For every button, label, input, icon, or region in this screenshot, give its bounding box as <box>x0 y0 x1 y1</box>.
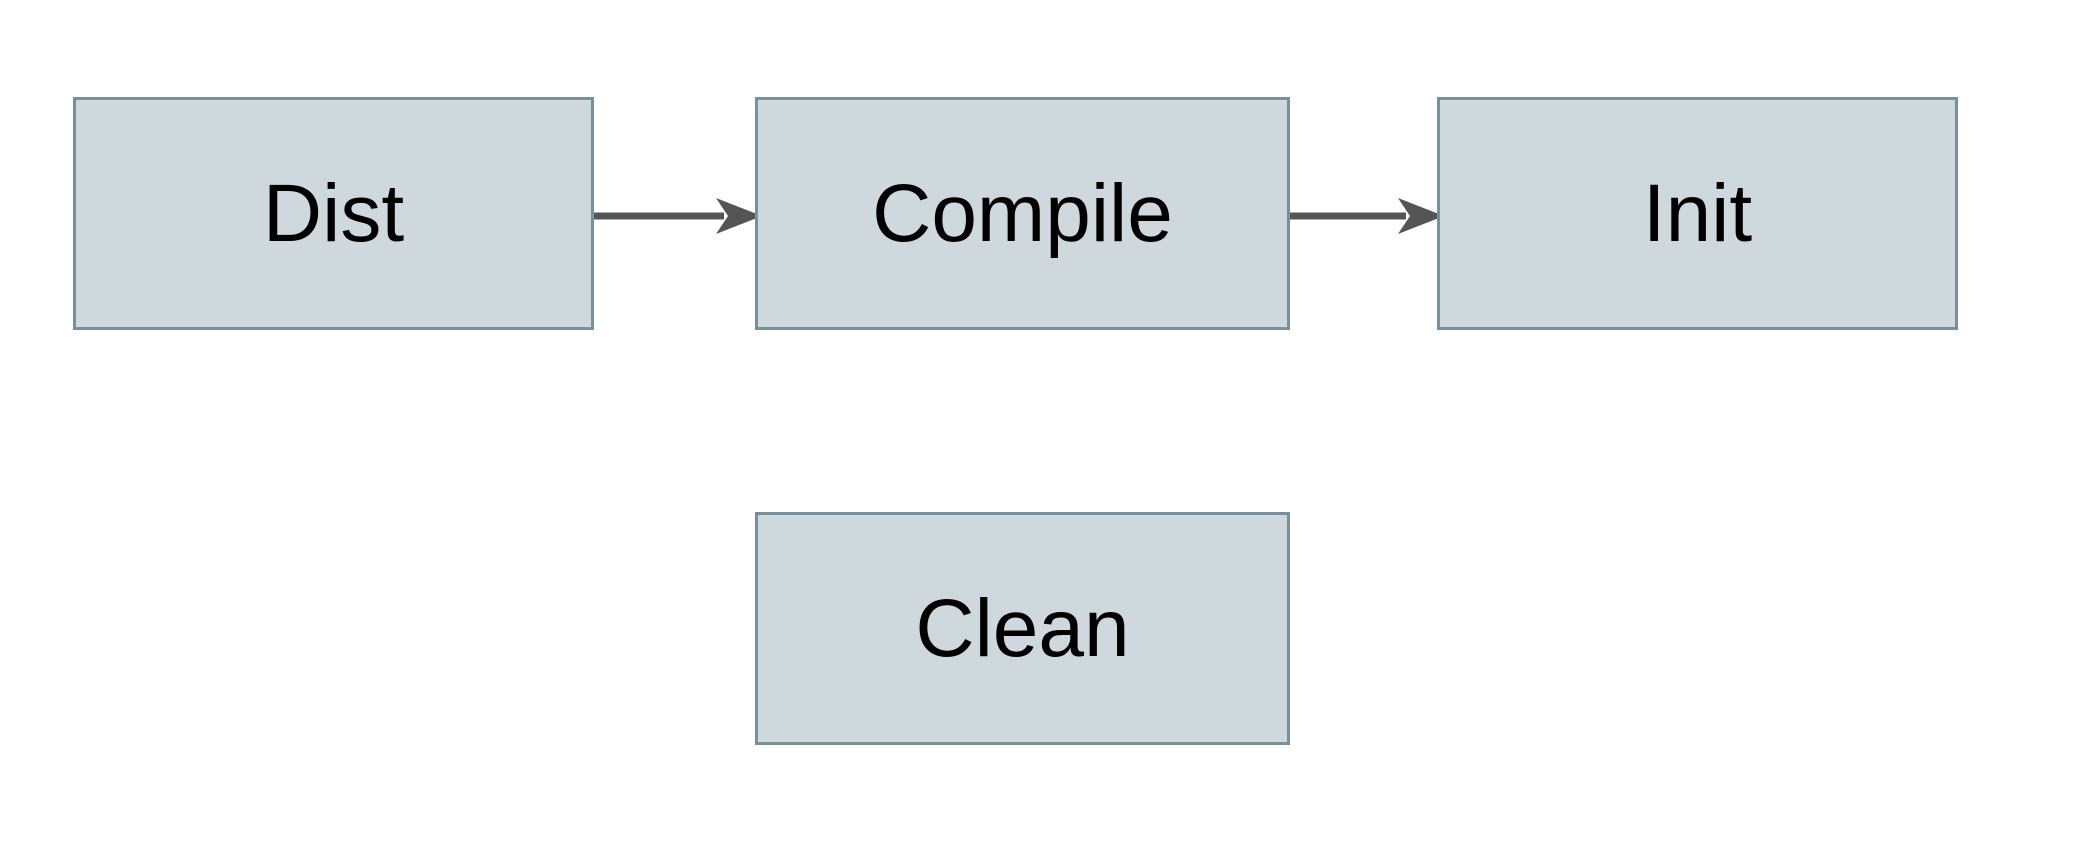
arrowhead-icon <box>1398 198 1444 234</box>
edge-dist-to-compile[interactable] <box>590 190 762 242</box>
edge-compile-to-init[interactable] <box>1286 190 1444 242</box>
node-clean[interactable]: Clean <box>755 512 1290 745</box>
node-label: Init <box>1642 167 1753 259</box>
arrowhead-icon <box>716 198 762 234</box>
node-label: Clean <box>915 582 1130 674</box>
node-label: Dist <box>262 167 405 259</box>
node-label: Compile <box>872 167 1173 259</box>
node-init[interactable]: Init <box>1437 97 1958 330</box>
node-dist[interactable]: Dist <box>73 97 594 330</box>
node-compile[interactable]: Compile <box>755 97 1290 330</box>
